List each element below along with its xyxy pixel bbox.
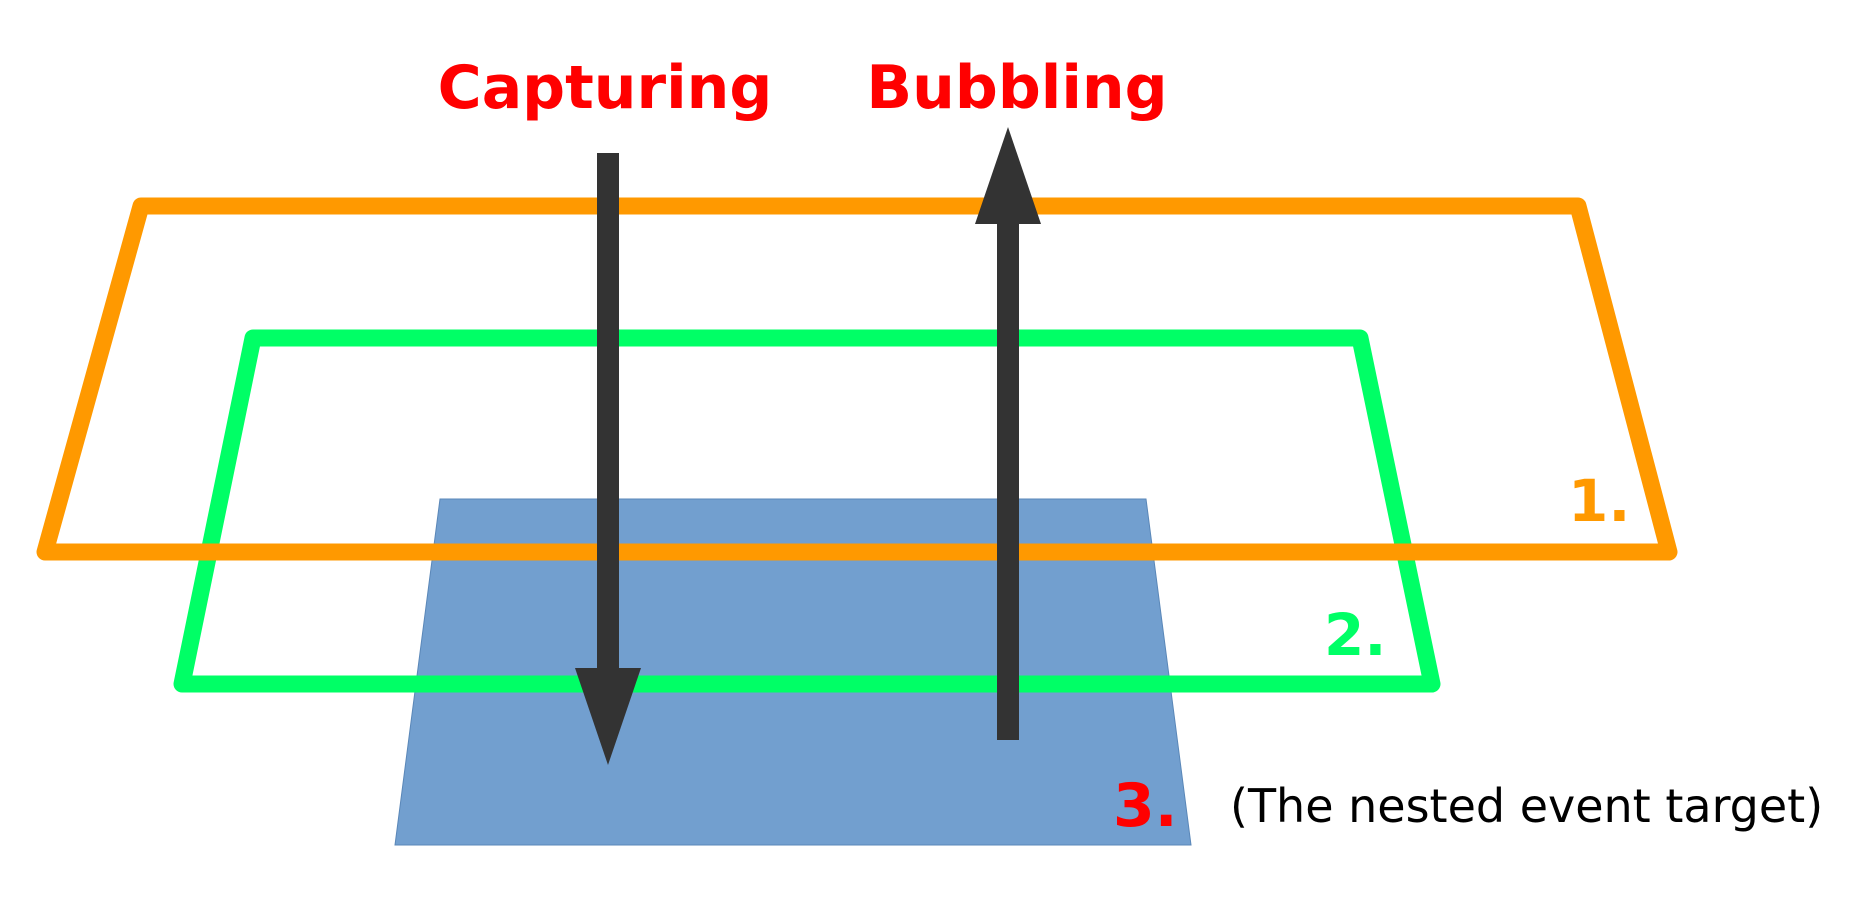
capturing-arrow-shaft	[597, 153, 619, 698]
level-3-label: 3.	[1113, 771, 1178, 841]
capturing-label: Capturing	[438, 53, 773, 123]
bubbling-arrow	[975, 127, 1041, 740]
target-layer-shape	[394, 498, 1192, 846]
capturing-arrow-head	[575, 668, 641, 765]
capturing-arrow	[575, 153, 641, 765]
bubbling-label: Bubbling	[866, 53, 1167, 123]
level-1-label: 1.	[1568, 467, 1630, 535]
target-description: (The nested event target)	[1230, 779, 1823, 833]
bubbling-arrow-head	[975, 127, 1041, 224]
bubbling-arrow-shaft	[997, 220, 1019, 740]
outer-layer-outline	[36, 197, 1678, 561]
level-2-label: 2.	[1324, 601, 1386, 669]
middle-layer-outline	[173, 329, 1441, 693]
